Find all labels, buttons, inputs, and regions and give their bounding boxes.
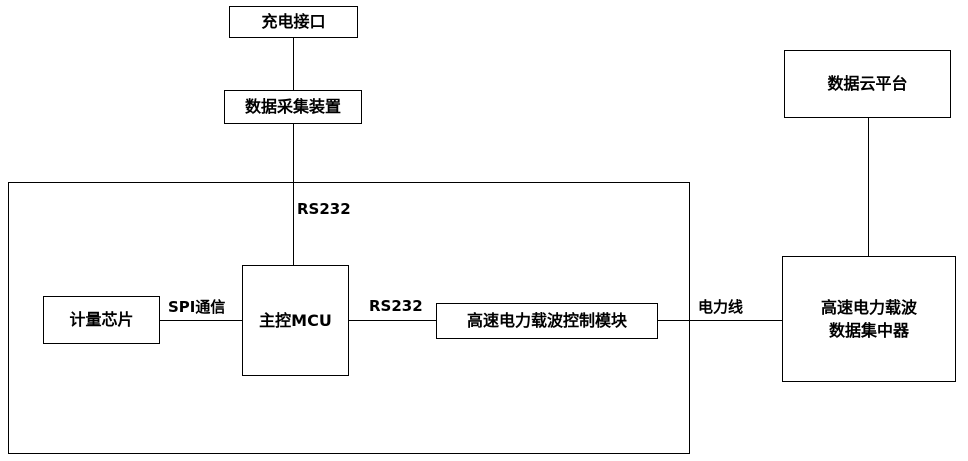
cloud-platform-box: 数据云平台 [784, 50, 951, 118]
line-concentrator-to-cloud [868, 118, 869, 256]
metering-chip-label: 计量芯片 [69, 308, 133, 331]
charging-port-box: 充电接口 [229, 6, 358, 38]
line-port-to-acquisition [293, 38, 294, 90]
power-line-label: 电力线 [698, 296, 743, 317]
concentrator-label-line1: 高速电力载波 [821, 296, 917, 319]
line-plc-to-concentrator [658, 320, 782, 321]
concentrator-label-line2: 数据集中器 [829, 319, 909, 342]
spi-label: SPI通信 [168, 296, 225, 317]
data-acquisition-label: 数据采集装置 [245, 95, 341, 118]
data-acquisition-box: 数据采集装置 [224, 90, 362, 124]
main-mcu-label: 主控MCU [259, 309, 332, 332]
metering-chip-box: 计量芯片 [43, 296, 160, 344]
line-chip-to-mcu [160, 320, 242, 321]
rs232-mid-label: RS232 [369, 297, 423, 315]
cloud-platform-label: 数据云平台 [827, 72, 907, 95]
charging-port-label: 充电接口 [261, 10, 325, 33]
main-mcu-box: 主控MCU [242, 265, 349, 376]
line-acquisition-to-mcu [293, 124, 294, 265]
plc-control-module-box: 高速电力载波控制模块 [436, 303, 658, 339]
rs232-top-label: RS232 [297, 200, 351, 218]
line-mcu-to-plc [349, 320, 436, 321]
plc-concentrator-box: 高速电力载波 数据集中器 [782, 256, 956, 382]
plc-control-module-label: 高速电力载波控制模块 [467, 309, 627, 332]
